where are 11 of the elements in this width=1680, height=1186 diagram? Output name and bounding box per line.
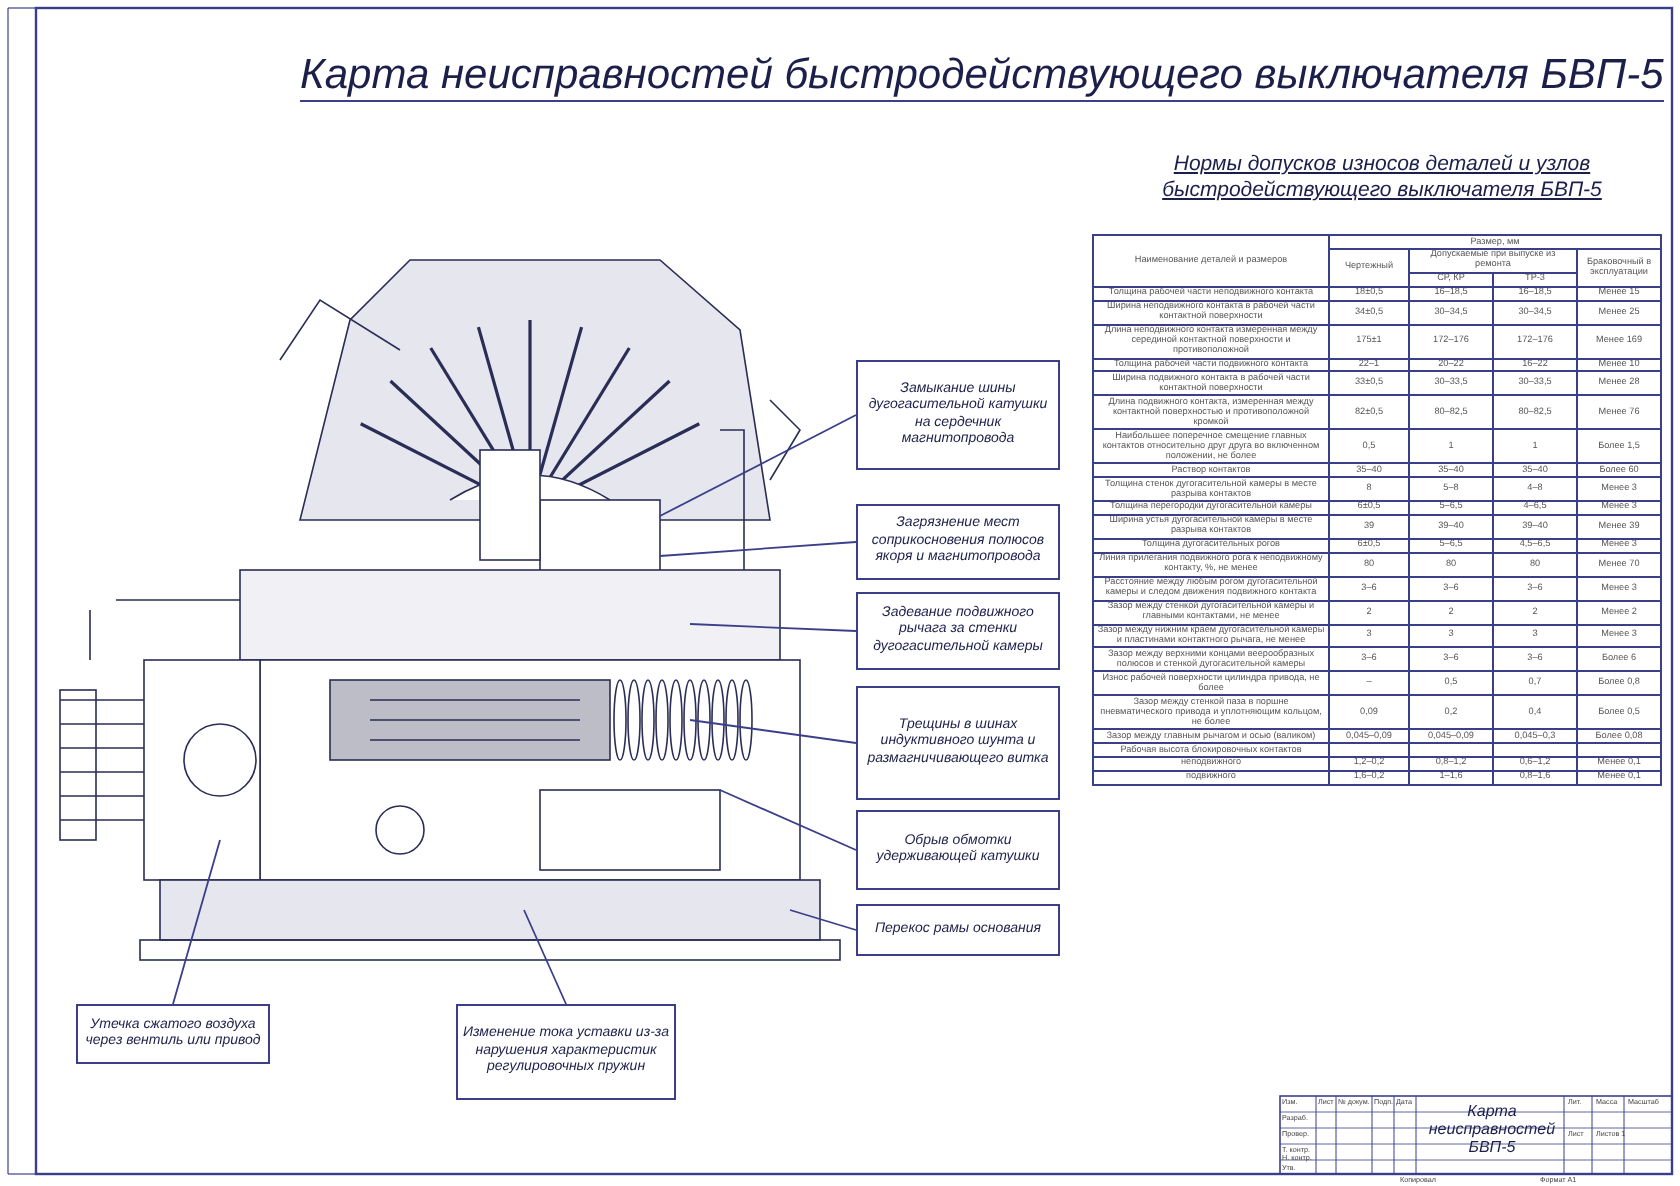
leader-line xyxy=(689,623,857,632)
leader-line xyxy=(659,414,857,517)
leader-line xyxy=(689,719,857,744)
table-title: Нормы допусков износов деталей и узлов быстродействующего выключателя БВП-5 xyxy=(1160,152,1604,205)
leader-line xyxy=(659,541,857,557)
leader-line xyxy=(172,839,221,1005)
title: Карта неисправностей быстродействующего выключателя БВП-5 xyxy=(300,52,1664,102)
leader-line xyxy=(719,789,857,851)
leader-line xyxy=(523,909,567,1005)
drawing-name: Карта неисправностей БВП-5 xyxy=(1426,1102,1558,1158)
leader-line xyxy=(789,909,857,931)
